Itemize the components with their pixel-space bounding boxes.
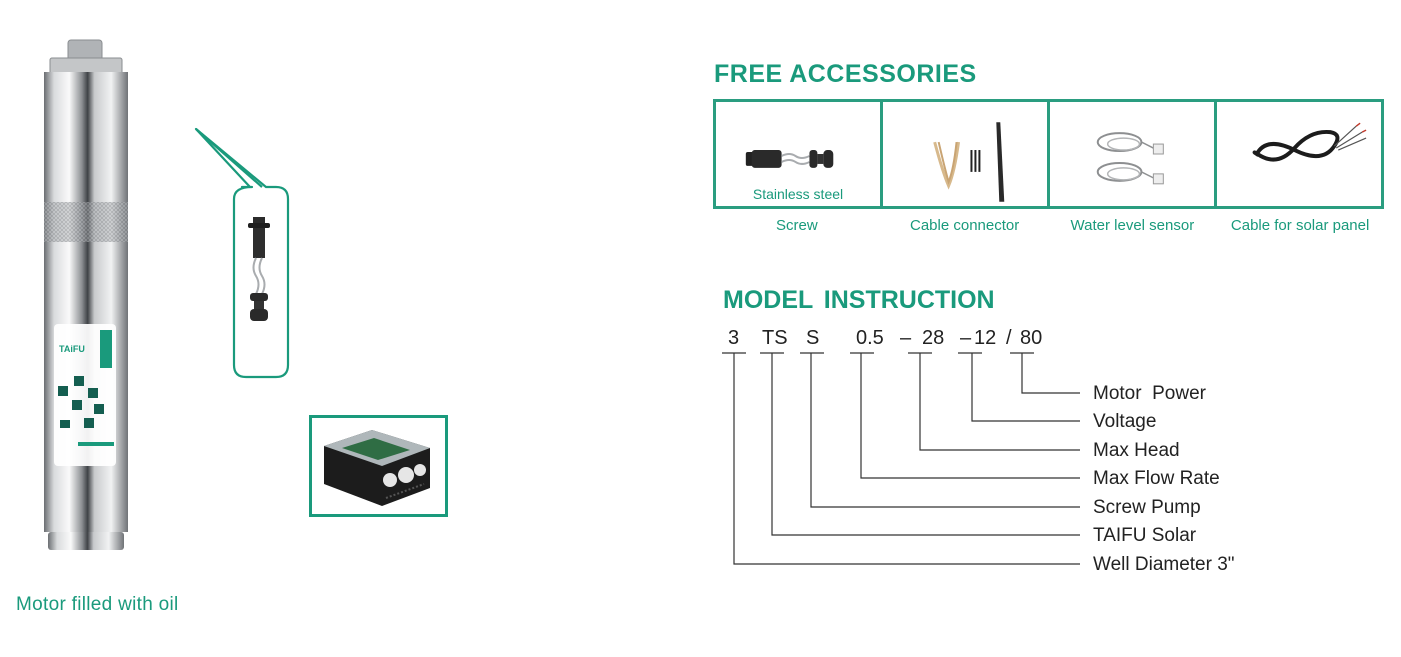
- legend-max-flow-rate: Max Flow Rate: [1093, 468, 1220, 489]
- model-leader-lines: [722, 352, 1080, 565]
- water-level-sensor-icon: [1096, 132, 1164, 185]
- accessory-labels: Screw Cable connector Water level sensor…: [713, 217, 1384, 234]
- motor-oil-caption: Motor filled with oil: [16, 594, 179, 615]
- model-code-diagram: 3 TS S 0.5 – 28 – 12 / 80 Motor Power Vo…: [722, 327, 1235, 575]
- code-sep-3: /: [1006, 327, 1012, 349]
- code-sep-2: –: [960, 327, 972, 349]
- pump-image: TAiFU: [44, 39, 128, 550]
- code-part-pump-type: S: [806, 327, 819, 349]
- solar-cable-icon: [1252, 122, 1367, 162]
- model-instruction-title: MODEL INSTRUCTION: [723, 286, 995, 314]
- accessory-cell-screw: Stainless steel: [716, 102, 883, 206]
- screw-connector-icon: [745, 150, 834, 168]
- legend-well-diameter: Well Diameter 3": [1093, 554, 1235, 575]
- accessories-grid: Stainless steel: [713, 99, 1384, 209]
- controller-box-image: [309, 415, 448, 517]
- accessory-cell-solar-cable: [1217, 102, 1381, 206]
- accessories-title: FREE ACCESSORIES: [714, 60, 977, 88]
- legend-screw-pump: Screw Pump: [1093, 497, 1201, 518]
- legend-motor-power: Motor Power: [1093, 383, 1207, 404]
- legend-taifu-solar: TAIFU Solar: [1093, 525, 1197, 546]
- screw-connector-icon: [248, 217, 270, 321]
- legend-max-head: Max Head: [1093, 440, 1180, 461]
- pump-label-brand: TAiFU: [59, 344, 85, 354]
- model-code: 3 TS S 0.5 – 28 – 12 / 80: [728, 327, 1042, 349]
- code-part-max-head: 28: [922, 327, 944, 349]
- accessory-label-solar-cable: Cable for solar panel: [1230, 217, 1370, 234]
- accessory-label-water-level-sensor: Water level sensor: [1070, 217, 1195, 234]
- code-part-voltage: 12: [974, 327, 996, 349]
- legend-voltage: Voltage: [1093, 411, 1156, 432]
- accessory-label-screw: Screw: [776, 217, 818, 234]
- accessory-cell-cable-connector: [883, 102, 1050, 206]
- accessory-sublabel: Stainless steel: [752, 186, 844, 202]
- code-sep-1: –: [900, 327, 912, 349]
- code-part-brand: TS: [762, 327, 788, 349]
- model-legend: Motor Power Voltage Max Head Max Flow Ra…: [1093, 383, 1235, 575]
- code-part-motor-power: 80: [1020, 327, 1042, 349]
- accessory-cell-water-level-sensor: [1050, 102, 1217, 206]
- connector-callout: [194, 127, 290, 379]
- controller-box-icon: [324, 430, 430, 506]
- code-part-well-diameter: 3: [728, 327, 739, 349]
- cable-connector-icon: [933, 122, 1005, 202]
- accessory-label-cable-connector: Cable connector: [910, 217, 1020, 234]
- code-part-flow-rate: 0.5: [856, 327, 884, 349]
